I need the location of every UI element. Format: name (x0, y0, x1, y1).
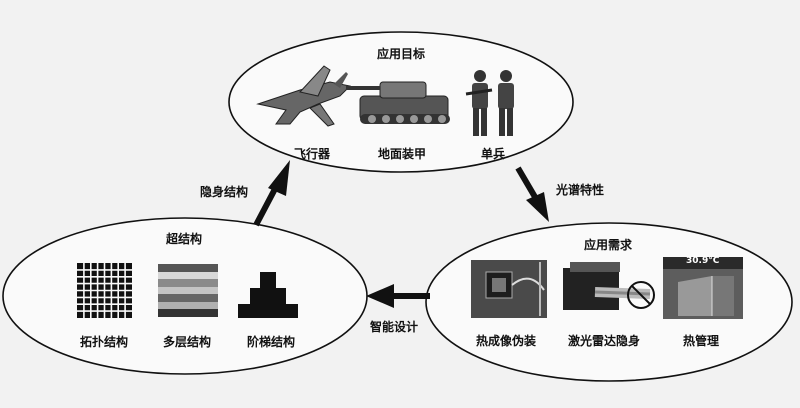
top-item-armor: 地面装甲 (378, 147, 427, 161)
lidar-stealth-photo (563, 262, 651, 310)
left-item-topology: 拓扑结构 (80, 335, 129, 349)
soldier-icon (465, 70, 514, 136)
arrow-top-to-right (515, 166, 549, 222)
arrow-right-to-left (366, 284, 430, 308)
right-item-thermal-management: 热管理 (683, 334, 720, 348)
thermal-management-photo (663, 257, 743, 319)
thermal-camouflage-photo (471, 260, 547, 318)
arrow-left-to-top (253, 160, 290, 227)
multilayer-structure-icon (158, 264, 218, 317)
stepped-structure-icon (238, 272, 298, 318)
right-item-thermal-camouflage: 热成像伪装 (476, 334, 537, 348)
thermal-readout: 30.9°C (686, 256, 720, 266)
left-item-stepped: 阶梯结构 (247, 335, 296, 349)
right-item-lidar-stealth: 激光雷达隐身 (568, 334, 641, 348)
top-item-aircraft: 飞行器 (294, 147, 331, 161)
tank-icon (346, 81, 450, 124)
left-title: 超结构 (166, 232, 203, 246)
right-title: 应用需求 (584, 238, 633, 252)
topology-structure-icon (77, 263, 132, 318)
arrow-label-stealth-structure: 隐身结构 (200, 185, 249, 199)
top-title: 应用目标 (377, 47, 426, 61)
prohibited-icon (627, 281, 655, 309)
arrow-label-smart-design: 智能设计 (370, 320, 419, 334)
aircraft-icon (256, 65, 352, 127)
left-item-multilayer: 多层结构 (163, 335, 212, 349)
arrow-label-spectral-properties: 光谱特性 (556, 183, 605, 197)
top-item-soldier: 单兵 (481, 147, 506, 161)
